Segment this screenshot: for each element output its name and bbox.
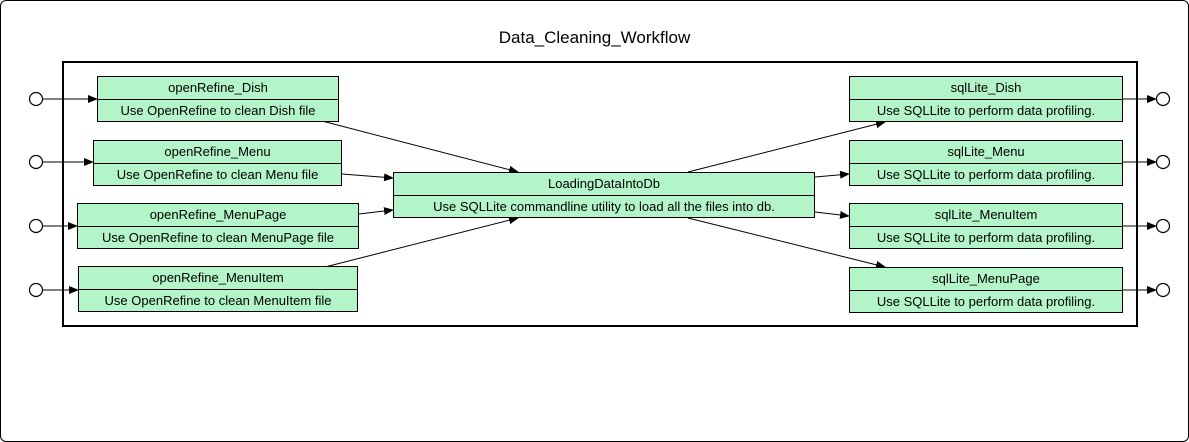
node-name: sqlLite_MenuItem: [850, 204, 1122, 227]
node-description: Use OpenRefine to clean MenuItem file: [104, 293, 332, 308]
input-port-menuitem: [28, 282, 44, 298]
node-sqllite-menupage[interactable]: sqlLite_MenuPage Use SQLLite to perform …: [849, 267, 1123, 313]
output-port-menuitem: [1155, 218, 1171, 234]
node-name: openRefine_Menu: [94, 141, 341, 164]
input-port-menupage: [28, 218, 44, 234]
node-description: Use SQLLite to perform data profiling.: [876, 103, 1096, 118]
edge-menuitem-to-loading: [324, 216, 519, 268]
node-openrefine-menupage[interactable]: openRefine_MenuPage Use OpenRefine to cl…: [77, 203, 359, 249]
node-description: Use SQLLite to perform data profiling.: [876, 167, 1096, 182]
node-name: sqlLite_Menu: [850, 141, 1122, 164]
edge-dish-to-loading: [321, 120, 519, 174]
workflow-boundary: [62, 61, 1138, 327]
edge-menu-to-loading: [341, 173, 394, 182]
input-port-menu: [28, 154, 44, 170]
workflow-title: Data_Cleaning_Workflow: [498, 28, 691, 47]
node-description: Use SQLLite to perform data profiling.: [876, 294, 1096, 309]
node-name: sqlLite_MenuPage: [850, 268, 1122, 291]
edges-layer: [28, 91, 1171, 298]
edge-menupage-to-loading: [358, 207, 394, 216]
node-sqllite-menuitem[interactable]: sqlLite_MenuItem Use SQLLite to perform …: [849, 203, 1123, 249]
node-loading-data-into-db[interactable]: LoadingDataIntoDb Use SQLLite commandlin…: [393, 172, 815, 218]
node-name: LoadingDataIntoDb: [394, 173, 814, 196]
node-sqllite-menu[interactable]: sqlLite_Menu Use SQLLite to perform data…: [849, 140, 1123, 186]
edge-loading-to-sql-menuitem: [814, 210, 850, 219]
node-description: Use SQLLite commandline utility to load …: [433, 199, 775, 214]
edge-loading-to-sql-dish: [687, 120, 886, 173]
node-name: sqlLite_Dish: [850, 77, 1122, 100]
output-port-menupage: [1155, 282, 1171, 298]
edge-loading-to-sql-menu: [814, 170, 850, 179]
node-description: Use OpenRefine to clean MenuPage file: [102, 230, 334, 245]
node-description: Use SQLLite to perform data profiling.: [876, 230, 1096, 245]
node-description: Use OpenRefine to clean Dish file: [120, 103, 316, 118]
node-name: openRefine_MenuPage: [78, 204, 358, 227]
node-openrefine-menu[interactable]: openRefine_Menu Use OpenRefine to clean …: [93, 140, 342, 186]
node-name: openRefine_Dish: [98, 77, 338, 100]
input-port-dish: [28, 91, 44, 107]
edge-loading-to-sql-menupage: [687, 217, 886, 269]
node-openrefine-menuitem[interactable]: openRefine_MenuItem Use OpenRefine to cl…: [78, 266, 358, 312]
node-sqllite-dish[interactable]: sqlLite_Dish Use SQLLite to perform data…: [849, 76, 1123, 122]
node-description: Use OpenRefine to clean Menu file: [116, 167, 319, 182]
output-port-dish: [1155, 91, 1171, 107]
node-name: openRefine_MenuItem: [79, 267, 357, 290]
node-openrefine-dish[interactable]: openRefine_Dish Use OpenRefine to clean …: [97, 76, 339, 122]
output-port-menu: [1155, 154, 1171, 170]
